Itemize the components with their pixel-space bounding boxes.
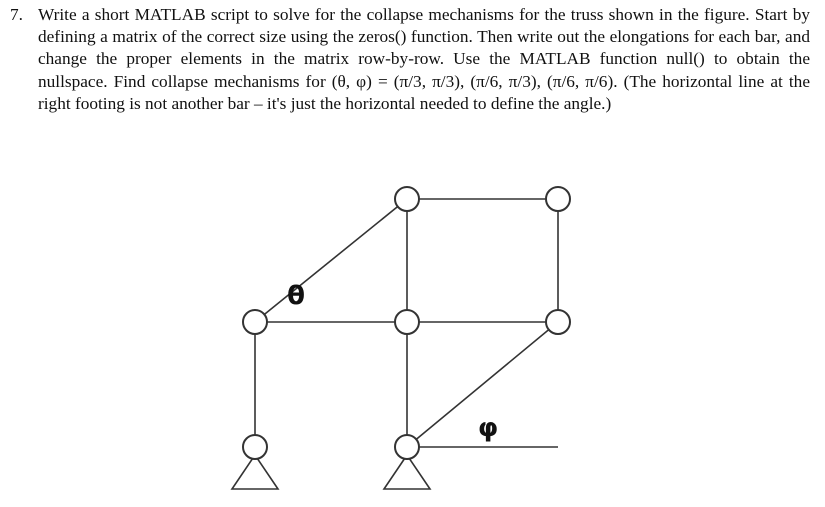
joint-mid-right — [545, 309, 571, 335]
joint-top-right — [545, 186, 571, 212]
joint-mid-center — [394, 309, 420, 335]
right-pin-support-icon — [382, 453, 432, 490]
joint-bottom-middle — [394, 434, 420, 460]
theta-label: θ — [287, 281, 305, 311]
joint-mid-left — [242, 309, 268, 335]
problem-number: 7. — [10, 5, 23, 24]
joint-bottom-left — [242, 434, 268, 460]
joint-top-middle — [394, 186, 420, 212]
phi-label: φ — [478, 413, 498, 443]
supports — [230, 453, 432, 490]
problem-text: Write a short MATLAB script to solve for… — [38, 5, 810, 113]
joints — [242, 186, 571, 460]
problem-statement: 7. Write a short MATLAB script to solve … — [10, 4, 810, 115]
left-pin-support-icon — [230, 453, 280, 490]
